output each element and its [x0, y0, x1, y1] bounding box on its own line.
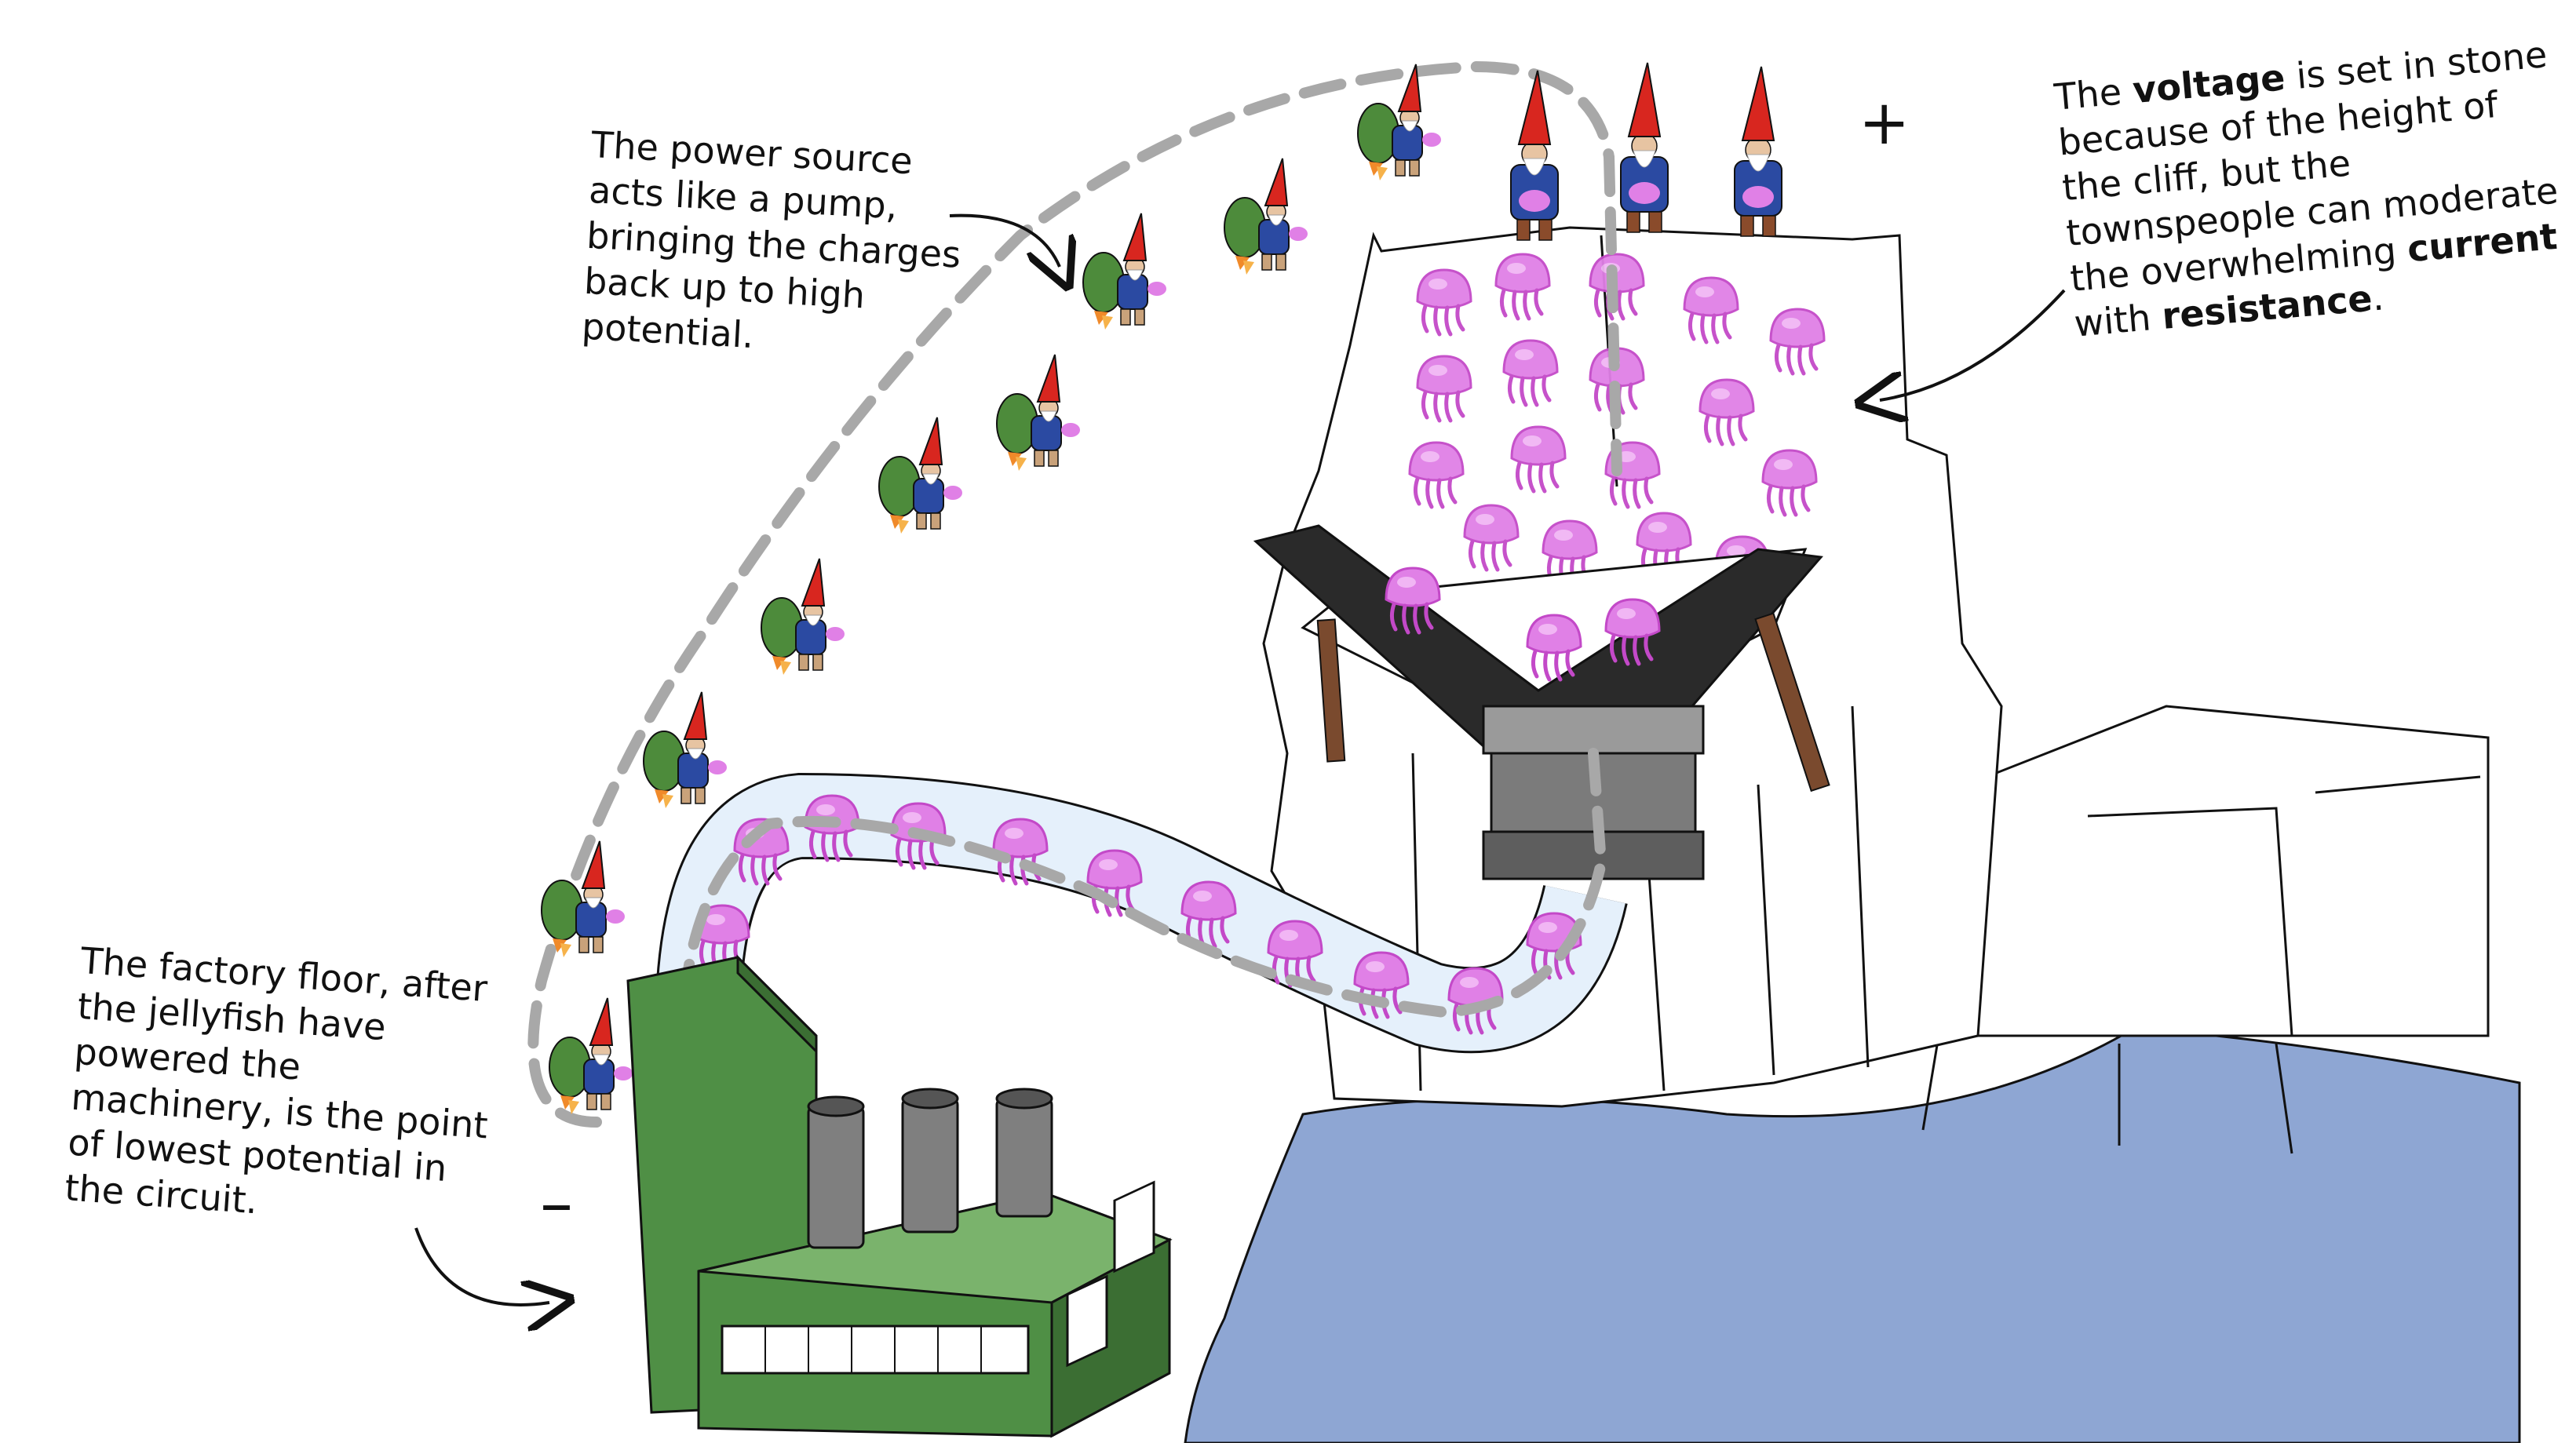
funnel-resistor	[1253, 524, 1830, 880]
positive-terminal-label: +	[1859, 88, 1910, 159]
voltage-caption: The voltage is set in stone because of t…	[2052, 31, 2576, 346]
factory-floor-caption: The factory floor, after the jellyfish h…	[63, 938, 490, 1223]
pump-pointer-arrow	[949, 213, 1060, 267]
voltage-caption-part1: The	[2052, 69, 2135, 118]
floor-pointer-arrow	[414, 1227, 549, 1305]
pump-caption: The power source acts like a pump, bring…	[580, 122, 962, 357]
voltage-pointer-arrow	[1880, 289, 2066, 400]
circuit-path	[527, 60, 1622, 1128]
current-term: current	[2405, 214, 2560, 271]
townspeople-gnomes	[1510, 62, 1782, 241]
factory	[626, 954, 1173, 1438]
negative-terminal-label: –	[540, 1164, 573, 1241]
